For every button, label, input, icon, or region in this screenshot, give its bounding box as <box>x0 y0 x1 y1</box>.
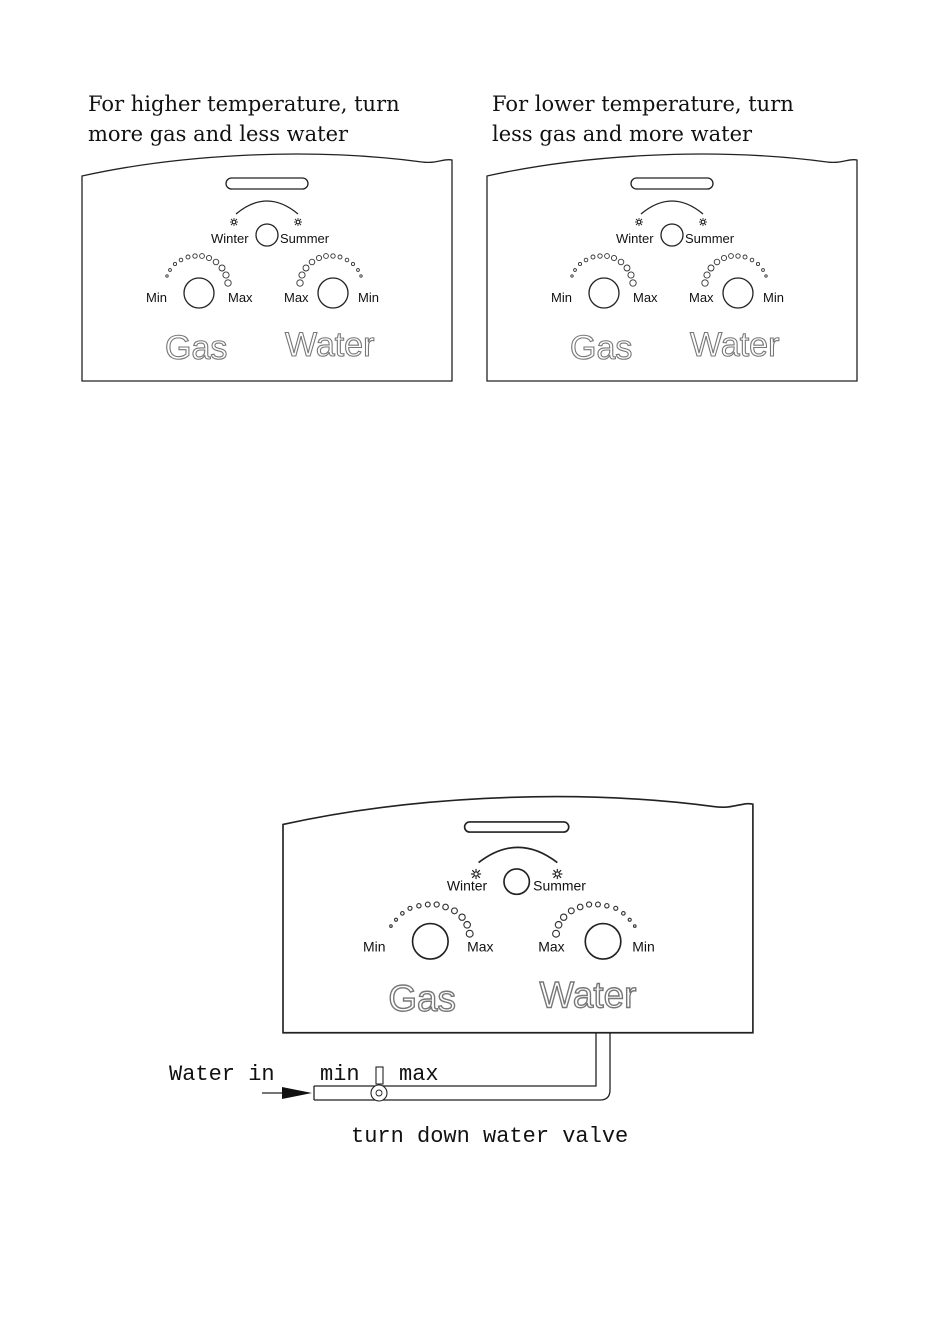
gas-label: Gas <box>388 978 456 1019</box>
season-knob[interactable] <box>256 224 278 246</box>
season-arc <box>479 847 558 862</box>
gas-knob[interactable] <box>184 278 214 308</box>
summer-label: Summer <box>533 878 586 894</box>
valve-max-label: max <box>399 1062 439 1087</box>
season-arc <box>236 201 298 214</box>
gas-max-label: Max <box>467 938 493 954</box>
window-slot <box>465 822 569 832</box>
gas-min-label: Min <box>551 290 572 305</box>
winter-sun-icon <box>635 218 643 226</box>
water-knob[interactable] <box>318 278 348 308</box>
water-knob[interactable] <box>585 924 621 960</box>
valve-instruction: turn down water valve <box>351 1124 628 1149</box>
summer-sun-icon <box>699 218 707 226</box>
water-max-label: Max <box>538 938 564 954</box>
water-knob[interactable] <box>723 278 753 308</box>
summer-label: Summer <box>685 231 735 246</box>
winter-label: Winter <box>211 231 249 246</box>
gas-label: Gas <box>570 329 632 367</box>
summer-label: Summer <box>280 231 330 246</box>
water-min-label: Min <box>763 290 784 305</box>
water-label: Water <box>540 974 637 1015</box>
winter-sun-icon <box>230 218 238 226</box>
gas-label: Gas <box>165 329 227 367</box>
season-arc <box>641 201 703 214</box>
gas-max-label: Max <box>228 290 253 305</box>
heater-panel-valve: Winter Summer Min Max Max Min Gas Water <box>283 797 753 1033</box>
gas-knob[interactable] <box>413 924 449 960</box>
water-label: Water <box>285 326 374 364</box>
window-slot <box>631 178 713 189</box>
gas-min-label: Min <box>146 290 167 305</box>
valve-handle[interactable] <box>376 1067 383 1084</box>
inlet-arrow-icon <box>262 1087 312 1099</box>
valve-center <box>376 1090 382 1096</box>
window-slot <box>226 178 308 189</box>
season-knob[interactable] <box>661 224 683 246</box>
gas-knob[interactable] <box>589 278 619 308</box>
gas-max-label: Max <box>633 290 658 305</box>
water-min-label: Min <box>358 290 379 305</box>
water-max-label: Max <box>284 290 309 305</box>
water-min-label: Min <box>632 938 654 954</box>
winter-label: Winter <box>447 878 488 894</box>
summer-sun-icon <box>294 218 302 226</box>
winter-label: Winter <box>616 231 654 246</box>
heater-panel-higher: Winter Summer Min Max Max Min Gas Water <box>82 154 452 381</box>
season-knob[interactable] <box>504 869 529 894</box>
water-in-label: Water in <box>169 1062 275 1087</box>
water-label: Water <box>690 326 779 364</box>
panel-outline <box>487 154 857 381</box>
gas-min-label: Min <box>363 938 385 954</box>
valve-min-label: min <box>320 1062 360 1087</box>
heater-panel-lower: Winter Summer Min Max Max Min Gas Water <box>487 154 857 381</box>
panel-outline <box>82 154 452 381</box>
water-max-label: Max <box>689 290 714 305</box>
